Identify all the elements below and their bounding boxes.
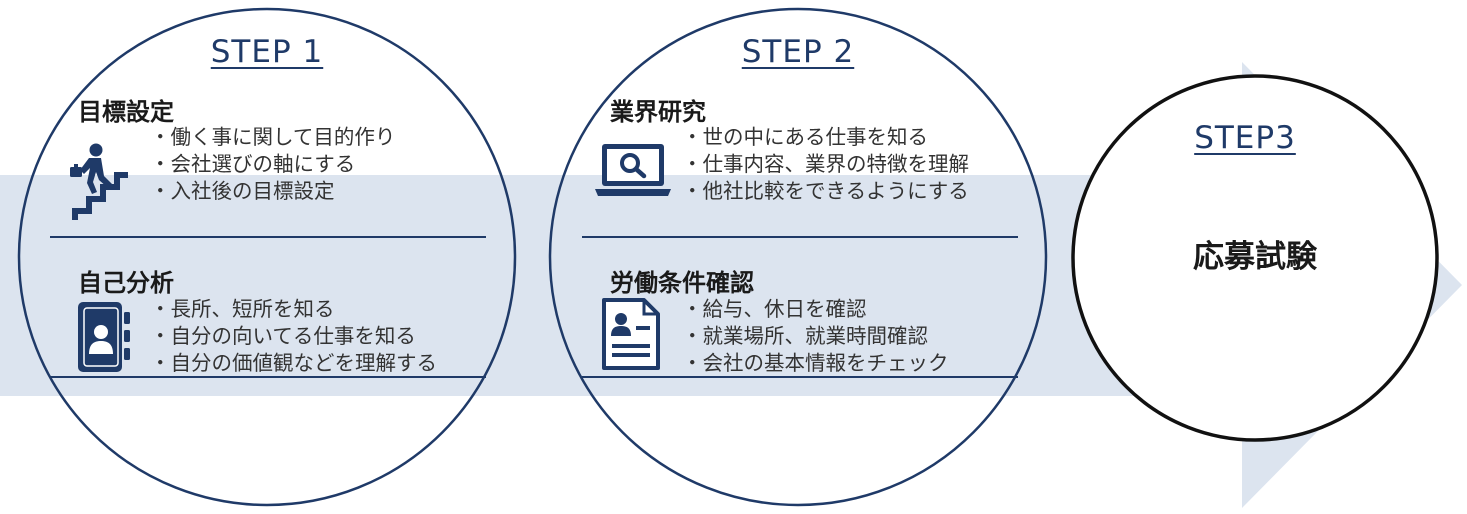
bullet-item: ・自分の向いてる仕事を知る (150, 324, 416, 348)
step2-title: STEP 2 (741, 34, 855, 70)
bullet-item: ・世の中にある仕事を知る (682, 125, 928, 149)
bullet-item: ・入社後の目標設定 (150, 179, 335, 203)
step2-section2-title: 労働条件確認 (610, 269, 754, 297)
step3-circle (1071, 74, 1439, 442)
step2-section2-bullets: ・給与、休日を確認 ・就業場所、就業時間確認 ・会社の基本情報をチェック (682, 296, 949, 377)
bullet-item: ・長所、短所を知る (150, 297, 335, 321)
bullet-item: ・仕事内容、業界の特徴を理解 (682, 152, 969, 176)
step1-circle (17, 7, 517, 507)
step1-section2-bullets: ・長所、短所を知る ・自分の向いてる仕事を知る ・自分の価値観などを理解する (150, 296, 437, 377)
address-book-profile-icon (78, 302, 130, 372)
step2-section1-title: 業界研究 (610, 98, 706, 126)
progress-arrow (0, 62, 1462, 508)
step1-section2-title: 自己分析 (78, 269, 174, 297)
bullet-item: ・会社の基本情報をチェック (682, 351, 949, 375)
step1-section1-title: 目標設定 (78, 98, 174, 126)
step2-section1-bullets: ・世の中にある仕事を知る ・仕事内容、業界の特徴を理解 ・他社比較をできるように… (682, 124, 969, 205)
stairs-climbing-person-icon (70, 143, 128, 220)
bullet-item: ・会社選びの軸にする (150, 152, 356, 176)
laptop-search-icon (595, 144, 671, 196)
bullet-item: ・自分の価値観などを理解する (150, 351, 437, 375)
step3-label: 応募試験 (1193, 239, 1317, 275)
bullet-item: ・就業場所、就業時間確認 (682, 324, 928, 348)
step1-section1-bullets: ・働く事に関して目的作り ・会社選びの軸にする ・入社後の目標設定 (150, 124, 395, 205)
step3-title: STEP3 (1194, 120, 1296, 156)
resume-document-icon (602, 298, 660, 370)
bullet-item: ・他社比較をできるようにする (682, 179, 969, 203)
bullet-item: ・働く事に関して目的作り (150, 125, 396, 149)
bullet-item: ・給与、休日を確認 (682, 297, 867, 321)
step2-circle (548, 7, 1048, 507)
step1-title: STEP 1 (210, 34, 324, 70)
